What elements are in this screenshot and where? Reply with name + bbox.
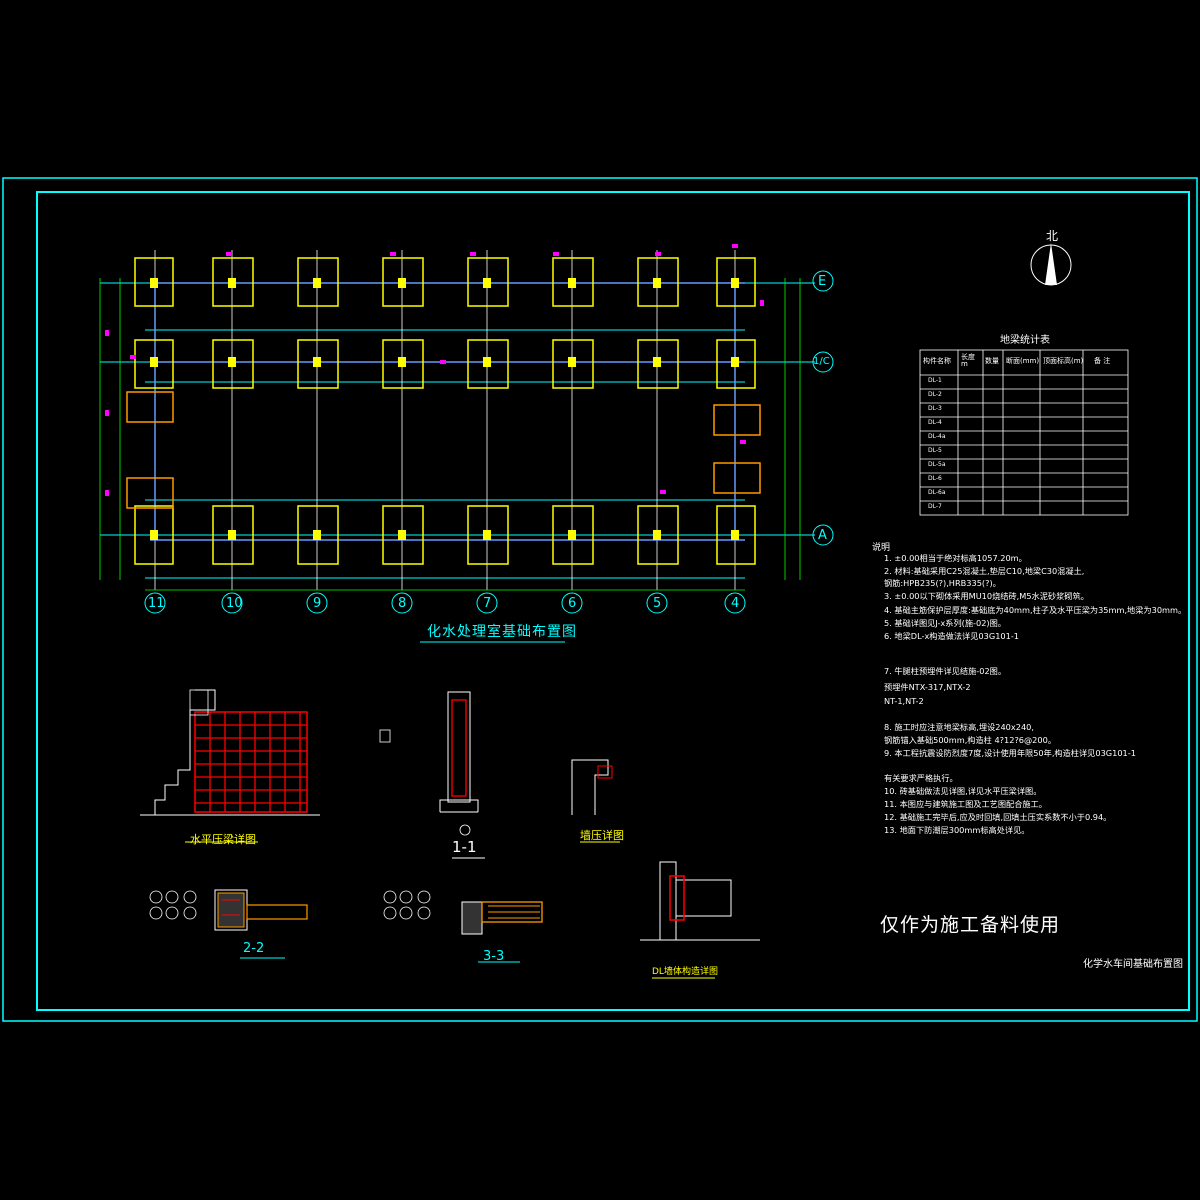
plan-title: 化水处理室基础布置图	[427, 624, 577, 640]
axis-label-7: 7	[483, 596, 492, 611]
axis-label-1c: 1/C	[813, 356, 830, 367]
note-line: NT-1,NT-2	[884, 696, 924, 706]
note-line: 7. 牛腿柱预埋件详见结施-02图。	[884, 666, 1007, 676]
table-row-name: DL-5	[928, 447, 942, 454]
axis-bubbles-bottom	[144, 592, 746, 614]
note-line: 2. 材料:基础采用C25混凝土,垫层C10,地梁C30混凝土,	[884, 566, 1085, 576]
table-row-name: DL-1	[928, 377, 942, 384]
table-row-name: DL-2	[928, 391, 942, 398]
detail-title-dl: DL墙体构造详图	[652, 967, 718, 977]
axis-label-4: 4	[731, 596, 740, 611]
detail-section-1-1	[379, 691, 485, 859]
note-line: 3. ±0.00以下砌体采用MU10烧结砖,M5水泥砂浆砌筑。	[884, 591, 1089, 601]
table-grid	[919, 349, 1129, 516]
note-line: 13. 地面下防潮层300mm标高处详见。	[884, 825, 1030, 835]
detail-title-2-2: 2-2	[243, 941, 265, 956]
plan-vertical-axes	[154, 250, 736, 590]
table-row-name: DL-3	[928, 405, 942, 412]
plan-dimensions	[99, 278, 801, 591]
table-header-name: 构件名称	[923, 357, 951, 365]
notes-heading: 说明	[872, 543, 891, 553]
detail-title-1-1: 1-1	[452, 838, 477, 856]
north-arrow-icon	[1030, 243, 1072, 286]
note-line: 5. 基础详图见J-x系列(施-02)图。	[884, 618, 1006, 628]
detail-title-3-3: 3-3	[483, 949, 505, 964]
note-line: 钢筋锚入基础500mm,构造柱 4?12?6@200。	[884, 735, 1057, 745]
table-title: 地梁统计表	[1000, 335, 1050, 346]
note-line: 11. 本图应与建筑施工图及工艺图配合施工。	[884, 799, 1047, 809]
drawing-name: 化学水车间基础布置图	[1083, 959, 1183, 970]
detail-title-wall-cap: 墙压详图	[580, 829, 624, 842]
note-line: 12. 基础施工完毕后,应及时回填,回填土压实系数不小于0.94。	[884, 812, 1112, 822]
plan-grid	[100, 282, 815, 579]
table-row-name: DL-6a	[928, 489, 946, 496]
note-line: 预埋件NTX-317,NTX-2	[884, 682, 971, 692]
table-row-name: DL-4	[928, 419, 942, 426]
plan-magenta-tags	[105, 244, 764, 496]
axis-label-a: A	[818, 528, 827, 543]
table-row-name: DL-4a	[928, 433, 946, 440]
plan-orange-footings	[126, 391, 761, 509]
table-header-section: 断面(mm)	[1006, 357, 1040, 365]
detail-section-3-3	[383, 890, 543, 963]
plan-column-marks	[150, 278, 739, 540]
axis-label-10: 10	[226, 596, 243, 611]
detail-wall-cap	[571, 759, 620, 843]
table-row-name: DL-6	[928, 475, 942, 482]
axis-label-6: 6	[568, 596, 577, 611]
detail-section-2-2	[149, 889, 308, 959]
inner-frame	[36, 191, 1190, 1011]
axis-label-5: 5	[653, 596, 662, 611]
note-line: 9. 本工程抗震设防烈度7度,设计使用年限50年,构造柱详见03G101-1	[884, 748, 1136, 758]
note-line: 10. 砖基础做法见详图,详见水平压梁详图。	[884, 786, 1042, 796]
detail-dl-wall	[640, 861, 760, 979]
note-line: 8. 施工时应注意地梁标高,埋设240x240,	[884, 722, 1034, 732]
note-line: 钢筋:HPB235(?),HRB335(?)。	[884, 578, 1001, 588]
axis-label-e: E	[818, 274, 827, 289]
table-header-elevation: 顶面标高(m)	[1043, 357, 1084, 365]
axis-label-8: 8	[398, 596, 407, 611]
axis-label-9: 9	[313, 596, 322, 611]
table-header-length: 长度 m	[961, 353, 975, 368]
table-row-name: DL-5a	[928, 461, 946, 468]
axis-bubbles-right	[812, 270, 834, 546]
table-header-remark: 备 注	[1094, 357, 1111, 365]
note-line: 1. ±0.00相当于绝对标高1057.20m。	[884, 553, 1027, 563]
stamp-text: 仅作为施工备料使用	[880, 914, 1061, 936]
outer-frame	[2, 177, 1198, 1022]
plan-footings	[134, 257, 756, 565]
plan-blue-beams	[150, 282, 745, 541]
detail-title-beam: 水平压梁详图	[190, 833, 256, 846]
north-label: 北	[1046, 229, 1059, 243]
detail-horizontal-beam	[140, 689, 320, 843]
note-line: 有关要求严格执行。	[884, 773, 958, 783]
table-header-qty: 数量	[985, 357, 999, 365]
axis-label-11: 11	[148, 596, 165, 611]
note-line: 4. 基础主筋保护层厚度:基础底为40mm,柱子及水平压梁为35mm,地梁为30…	[884, 605, 1187, 615]
note-line: 6. 地梁DL-x构造做法详见03G101-1	[884, 631, 1019, 641]
table-row-name: DL-7	[928, 503, 942, 510]
